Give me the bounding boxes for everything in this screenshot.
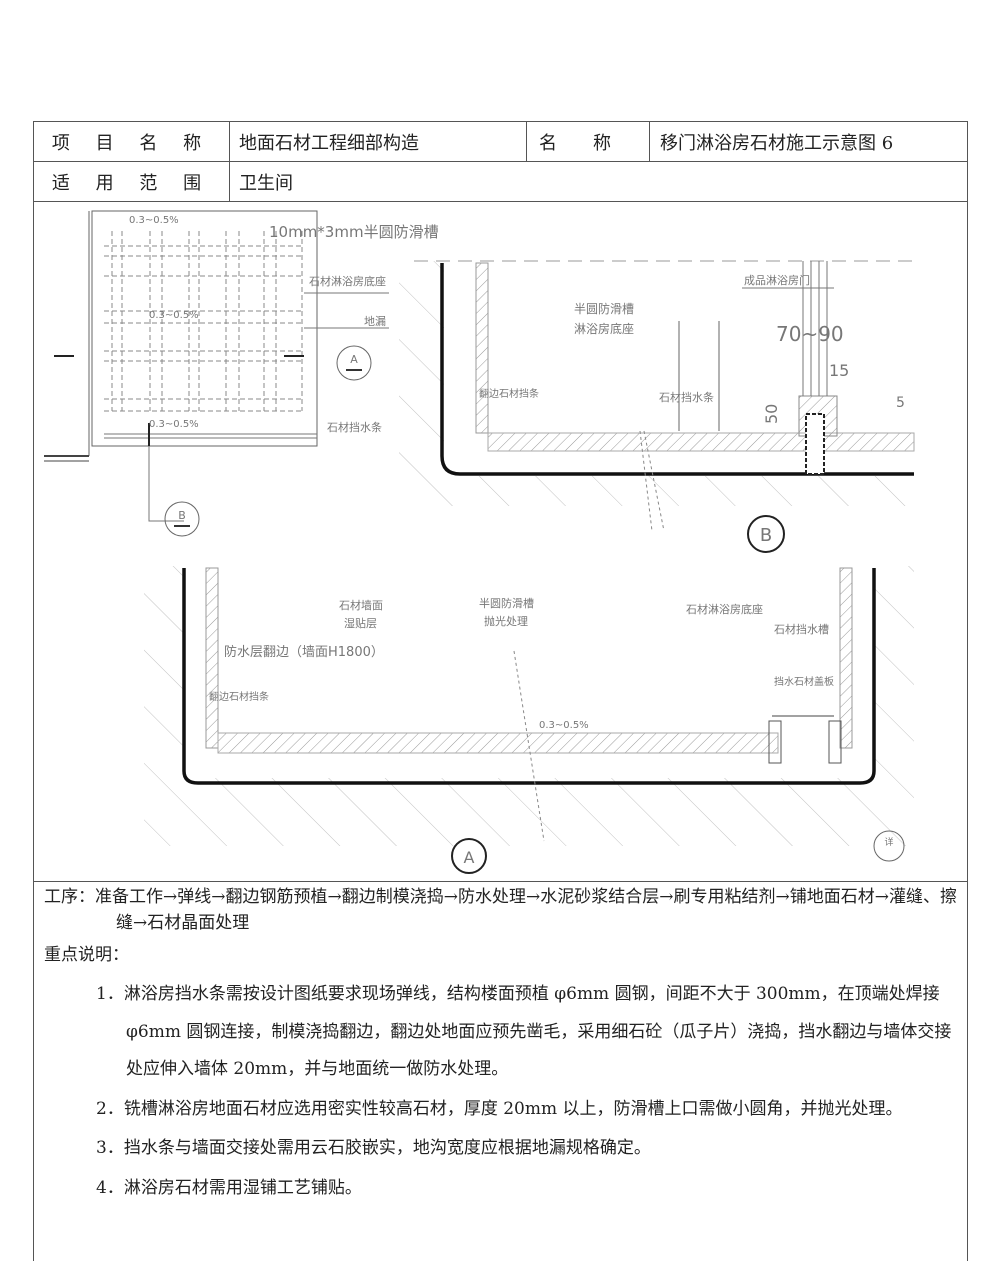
section-a-waterproof-label: 防水层翻边（墙面H1800）	[224, 644, 384, 660]
section-b-groove-label-1: 半圆防滑槽	[574, 301, 634, 316]
svg-text:B: B	[178, 509, 186, 522]
section-a-wall-label-1: 石材墙面	[339, 598, 383, 612]
section-a-groove-label-1: 半圆防滑槽	[479, 596, 534, 610]
section-b-curb-label: 石材挡水条	[659, 390, 714, 404]
section-b-callout	[164, 501, 200, 537]
project-name-label: 项 目 名 称	[51, 132, 212, 154]
section-b-dim-15: 15	[829, 361, 849, 380]
section-a-base-label: 石材淋浴房底座	[686, 602, 763, 616]
drawing-svg: 0.3~0.5% 0.3~0.5% 0.3~0.5% 10mm*3mm半圆防滑槽…	[44, 210, 915, 874]
plan-slope-bottom: 0.3~0.5%	[149, 419, 199, 430]
scope-value: 卫生间	[239, 172, 293, 194]
plan-base-label: 石材淋浴房底座	[309, 274, 386, 288]
note-item-1: 1．淋浴房挡水条需按设计图纸要求现场弹线，结构楼面预植 φ6mm 圆钢，间距不大…	[96, 984, 952, 1079]
scope-label: 适 用 范 围	[51, 172, 212, 194]
plan-drain-label: 地漏	[364, 315, 386, 328]
section-b-dim-50: 50	[762, 404, 781, 424]
section-a-slope: 0.3~0.5%	[539, 720, 589, 731]
header-row-1: 项 目 名 称 地面石材工程细部构造 名 称 移门淋浴房石材施工示意图 6	[34, 122, 967, 162]
svg-text:A: A	[464, 848, 475, 867]
name-value: 移门淋浴房石材施工示意图 6	[660, 132, 894, 154]
note-item-4: 4．淋浴房石材需用湿铺工艺铺贴。	[96, 1177, 362, 1198]
section-b-door-label: 成品淋浴房门	[744, 273, 810, 287]
section-a: 石材墙面 湿贴层 半圆防滑槽 抛光处理 石材淋浴房底座 石材挡水槽 防水层翻边（…	[144, 566, 914, 874]
plan-slope-top: 0.3~0.5%	[129, 215, 179, 226]
name-label: 名 称	[539, 132, 611, 154]
section-a-wall-label-2: 湿贴层	[344, 616, 377, 630]
plan-view: 0.3~0.5% 0.3~0.5% 0.3~0.5% 10mm*3mm半圆防滑槽…	[44, 210, 439, 537]
section-a-channel-label: 石材挡水槽	[774, 622, 829, 636]
svg-text:B: B	[760, 525, 772, 546]
plan-groove-label: 10mm*3mm半圆防滑槽	[269, 223, 439, 241]
detail-callout	[873, 830, 905, 862]
note-item-3: 3．挡水条与墙面交接处需用云石胶嵌实，地沟宽度应根据地漏规格确定。	[96, 1138, 651, 1158]
process-text: 工序：准备工作→弹线→翻边钢筋预植→翻边制模浇捣→防水处理→水泥砂浆结合层→刷专…	[44, 887, 957, 933]
section-b-left-label: 翻边石材挡条	[479, 387, 539, 400]
section-b-mark	[747, 515, 785, 553]
svg-text:A: A	[350, 353, 358, 366]
section-a-callout	[336, 345, 372, 381]
spec-sheet: 项 目 名 称 地面石材工程细部构造 名 称 移门淋浴房石材施工示意图 6 适 …	[33, 121, 968, 1261]
construction-drawing: 0.3~0.5% 0.3~0.5% 0.3~0.5% 10mm*3mm半圆防滑槽…	[34, 201, 967, 882]
section-b-dim-width: 70~90	[776, 322, 844, 346]
waterproof-layer-a	[182, 568, 876, 785]
section-a-mark	[451, 838, 487, 874]
section-a-left-label: 翻边石材挡条	[209, 690, 269, 703]
key-notes-heading: 重点说明：	[44, 945, 129, 965]
section-a-groove-label-2: 抛光处理	[484, 614, 528, 628]
plan-curb-label: 石材挡水条	[327, 420, 382, 434]
tile-grid	[104, 231, 304, 412]
note-item-2: 2．铣槽淋浴房地面石材应选用密实性较高石材，厚度 20mm 以上，防滑槽上口需做…	[96, 1098, 903, 1119]
section-b: 半圆防滑槽 淋浴房底座 成品淋浴房门 翻边石材挡条 石材挡水条 70~90 15…	[399, 260, 915, 553]
section-b-groove-label-2: 淋浴房底座	[574, 321, 634, 336]
section-a-grate-label: 挡水石材盖板	[774, 675, 834, 688]
notes-section: 工序：准备工作→弹线→翻边钢筋预植→翻边制模浇捣→防水处理→水泥砂浆结合层→刷专…	[44, 884, 959, 1209]
section-b-dim-5: 5	[896, 395, 905, 411]
waterproof-layer	[440, 263, 914, 476]
svg-text:详: 详	[884, 836, 893, 848]
header-row-2: 适 用 范 围 卫生间	[34, 162, 967, 202]
plan-slope-mid: 0.3~0.5%	[149, 310, 199, 321]
project-name-value: 地面石材工程细部构造	[239, 132, 419, 154]
